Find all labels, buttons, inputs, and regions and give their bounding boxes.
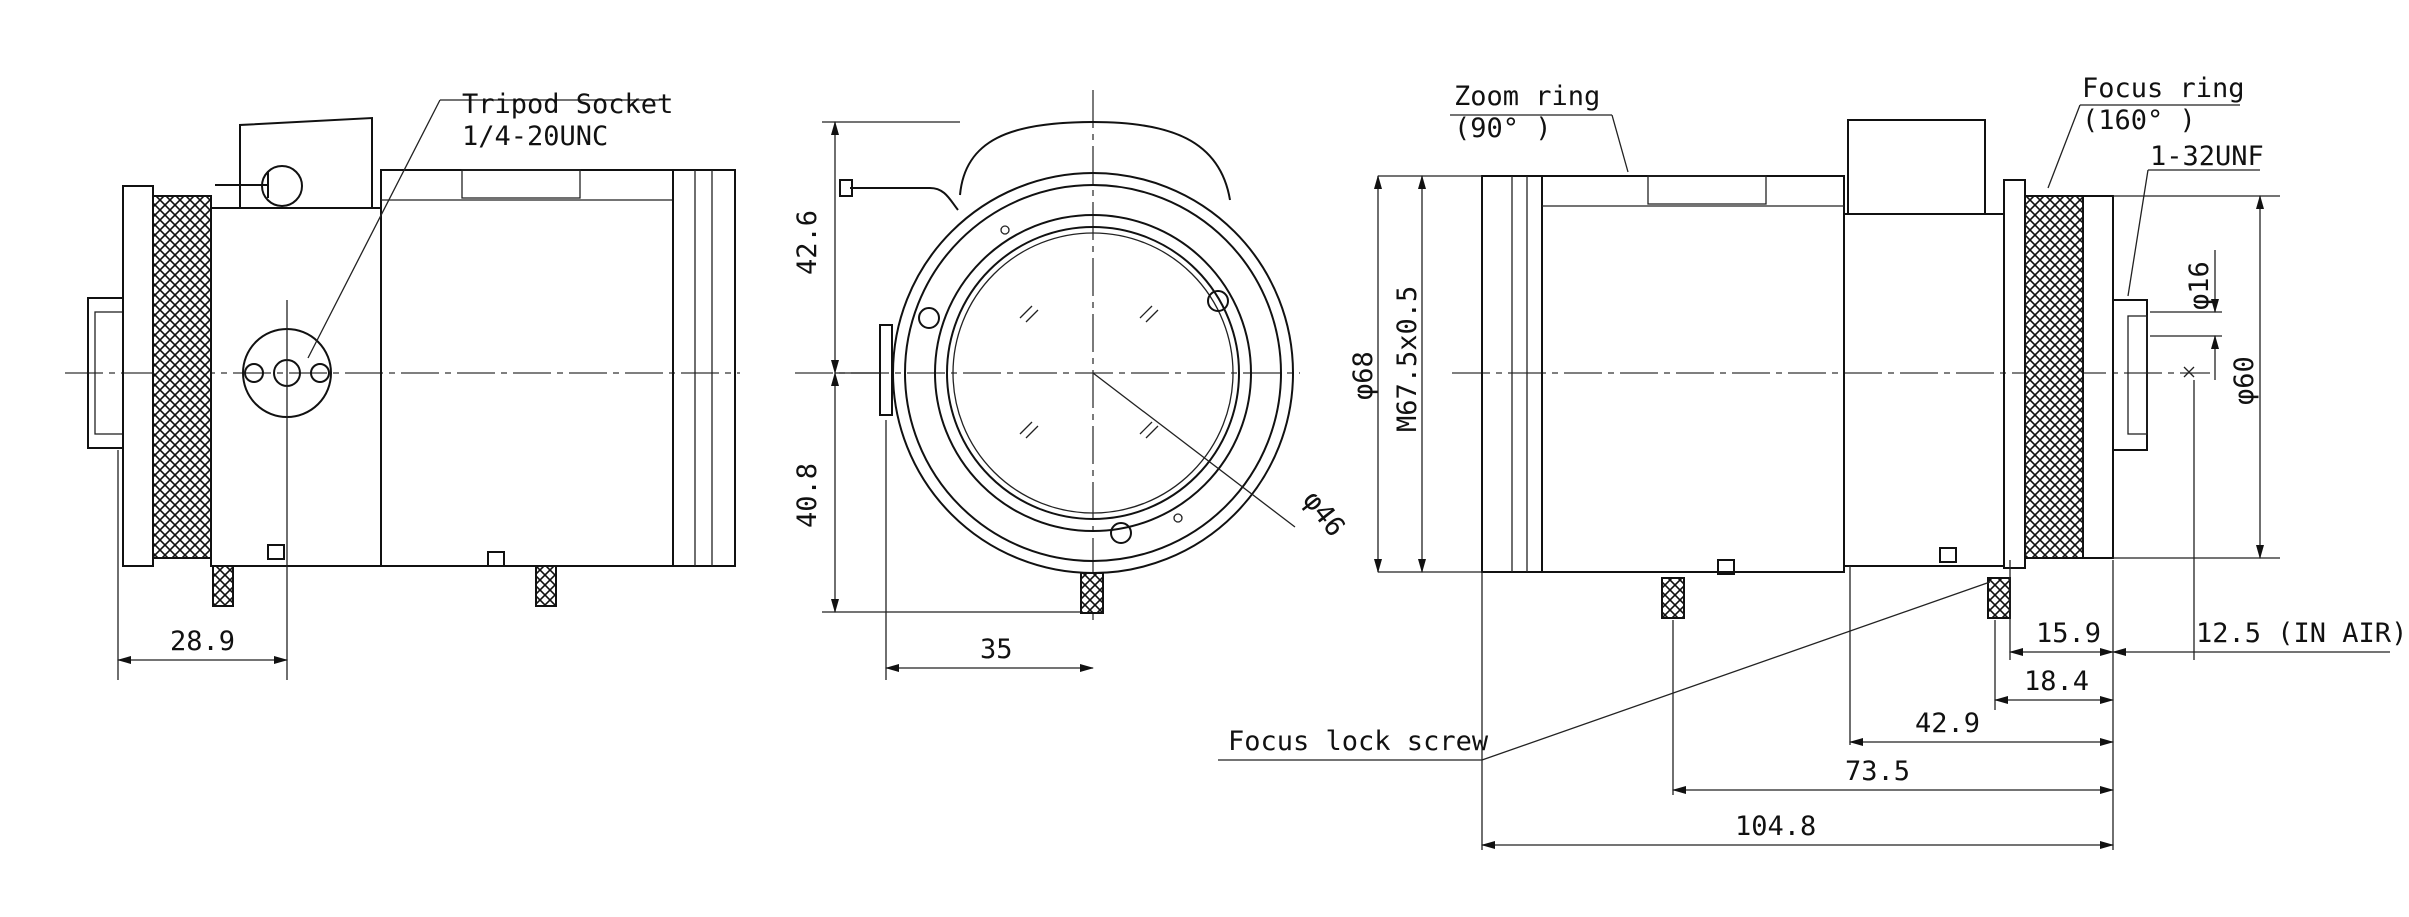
rear-diameter-dim: φ60 — [2229, 356, 2260, 405]
front-screw-top-left — [918, 307, 940, 329]
filter-thread-dim: M67.5x0.5 — [1392, 286, 1423, 432]
front-glass — [946, 226, 1240, 520]
cable-grommet — [261, 165, 303, 207]
mount-diameter-dim: φ16 — [2184, 261, 2215, 310]
cable-lead — [215, 172, 269, 198]
focus-lock-screw-label: Focus lock screw — [1228, 726, 1489, 757]
flange-back-dim: 15.9 — [2036, 618, 2101, 649]
back-focus-dim: 12.5 (IN AIR) — [2196, 618, 2407, 649]
focus-ring-pos-dim: 18.4 — [2024, 666, 2089, 697]
right-lock-screw-1 — [1661, 577, 1685, 619]
front-upper-dim: 42.6 — [792, 210, 823, 275]
side-width-dim: 28.9 — [170, 626, 235, 657]
front-side-tab — [879, 324, 893, 416]
tripod-screw-right — [310, 363, 330, 383]
front-ring-3 — [934, 214, 1252, 532]
right-view: Zoom ring (90° ) Focus ring (160° ) 1-32… — [1218, 73, 2407, 850]
focus-ring-label: Focus ring — [2082, 73, 2245, 104]
rear-housing-top — [1847, 119, 1986, 214]
side-body-main — [380, 169, 674, 567]
rear-flange — [2082, 195, 2114, 559]
front-view: 42.6 40.8 35 φ46 — [792, 90, 1351, 680]
right-lock-screw-2 — [1987, 577, 2011, 619]
front-screw-top-right — [1207, 290, 1229, 312]
zoom-ring-body — [1541, 175, 1845, 573]
filter-diameter-dim: φ68 — [1348, 351, 1379, 400]
rear-mount — [2112, 299, 2148, 451]
front-diameter-leader — [1092, 372, 1296, 528]
front-housing-bump — [959, 120, 1231, 201]
focus-angle-label: (160° ) — [2082, 105, 2196, 136]
tripod-housing — [239, 116, 373, 208]
right-focus-ring — [2024, 195, 2084, 559]
front-offset-dim: 35 — [980, 634, 1013, 665]
front-lock-screw — [1080, 572, 1104, 614]
zoom-ring-recess — [1647, 175, 1767, 205]
front-ring-2 — [904, 184, 1282, 562]
front-screw-bottom — [1110, 522, 1132, 544]
zoom-angle-label: (90° ) — [1454, 113, 1552, 144]
front-lower-dim: 40.8 — [792, 463, 823, 528]
zoom-ring-label: Zoom ring — [1454, 81, 1600, 112]
zoom-section-dim: 42.9 — [1915, 708, 1980, 739]
right-focus-ring-edge — [2003, 179, 2026, 569]
side-view: Tripod Socket 1/4-20UNC 28.9 — [65, 89, 740, 680]
focus-lock-leader — [1481, 581, 1991, 761]
overall-length-dim: 104.8 — [1735, 811, 1816, 842]
side-body-mid — [210, 207, 382, 567]
side-front-ring — [672, 169, 736, 567]
side-lock-screw-1 — [212, 565, 234, 607]
side-focus-ring-edge — [122, 185, 154, 567]
side-focus-ring — [152, 195, 212, 559]
front-diameter-dim: φ46 — [1296, 485, 1350, 543]
side-lock-screw-2 — [535, 565, 557, 607]
mount-thread-label: 1-32UNF — [2150, 141, 2264, 172]
tripod-socket-label: Tripod Socket — [462, 89, 673, 120]
front-cable — [850, 187, 959, 211]
tripod-screw-left — [244, 363, 264, 383]
zoom-lock-recess — [461, 169, 581, 199]
lock-screw-pos-dim: 73.5 — [1845, 756, 1910, 787]
rear-body — [1843, 213, 2005, 567]
tripod-thread-label: 1/4-20UNC — [462, 121, 608, 152]
